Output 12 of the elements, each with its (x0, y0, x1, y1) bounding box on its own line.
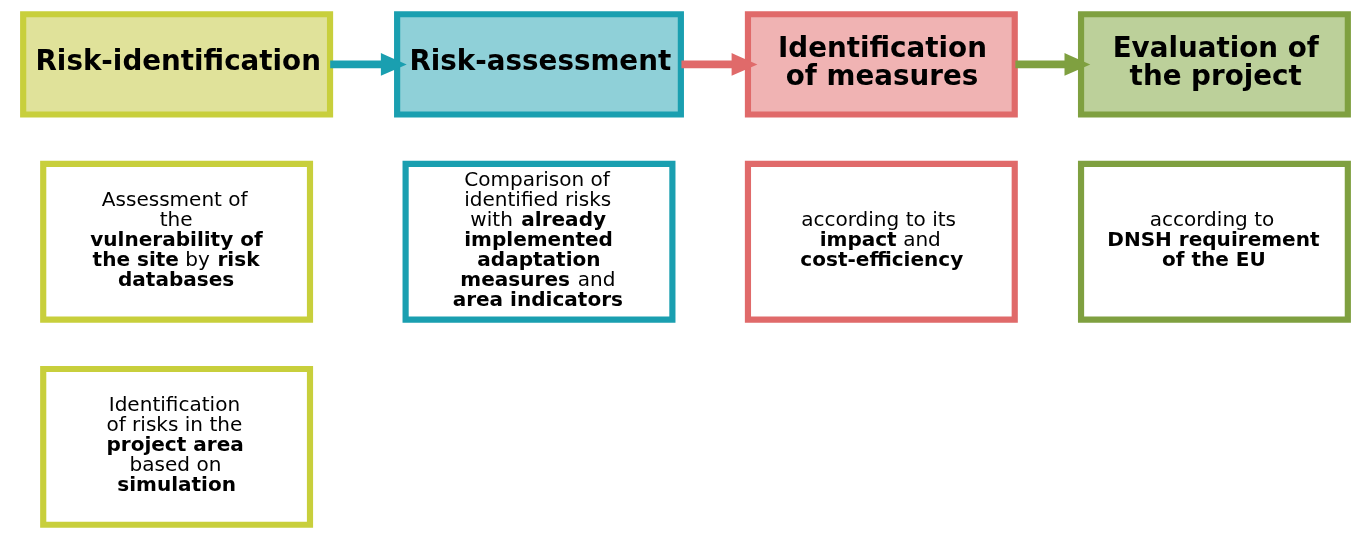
node-box: Comparison of identified risks with already implemented adaptation measures and area indicators (402, 160, 675, 323)
node-box: Assessment of the vulnerability of the site by risk databases (39, 160, 313, 323)
node-box: Risk-assessment (393, 11, 684, 118)
node-box: Identification of risks in the project area based on simulation (39, 365, 313, 528)
node-box: according to DNSH requirement of the EU (1077, 160, 1351, 323)
arrow (329, 53, 407, 76)
node-box: Evaluation of the project (1077, 11, 1351, 118)
node-box: Risk-identification (19, 11, 333, 118)
node-box: Identification of measures (744, 11, 1018, 118)
arrow (680, 53, 757, 76)
arrow (1014, 53, 1090, 76)
node-box: according to its impact and cost-efficiency (744, 160, 1018, 323)
